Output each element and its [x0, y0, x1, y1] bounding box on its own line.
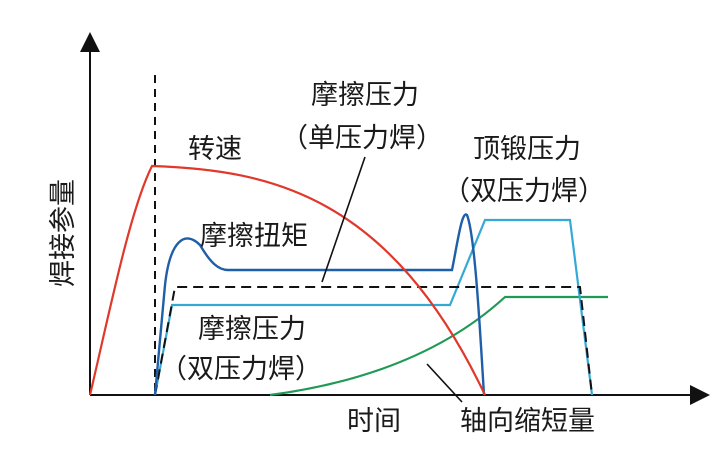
forge-pressure-label-line1: 顶锻压力 [473, 134, 581, 165]
axial-shortening-curve [269, 295, 608, 397]
friction-pressure-double-label-line1: 摩擦压力 [198, 314, 306, 345]
forge-pressure-label-line2: （双压力焊） [443, 176, 605, 207]
friction-pressure-single-label-line2: （单压力焊） [281, 123, 443, 154]
y-axis-label: 焊接参量 [48, 179, 79, 287]
friction-pressure-double-curve [153, 218, 594, 396]
friction-pressure-single-label-line1: 摩擦压力 [311, 80, 419, 111]
friction-pressure-double-label-line2: （双压力焊） [160, 354, 322, 385]
friction-torque-label: 摩擦扭矩 [200, 221, 308, 252]
friction-pressure-single-curve [154, 286, 593, 396]
axial-shortening-label: 轴向缩短量 [460, 406, 595, 437]
speed-curve [88, 164, 486, 396]
leader-axial-shortening [426, 363, 463, 403]
speed-label: 转速 [188, 134, 242, 165]
friction-torque-curve [153, 213, 486, 396]
leader-friction-pressure-single [321, 156, 366, 283]
x-axis-label: 时间 [347, 406, 401, 437]
